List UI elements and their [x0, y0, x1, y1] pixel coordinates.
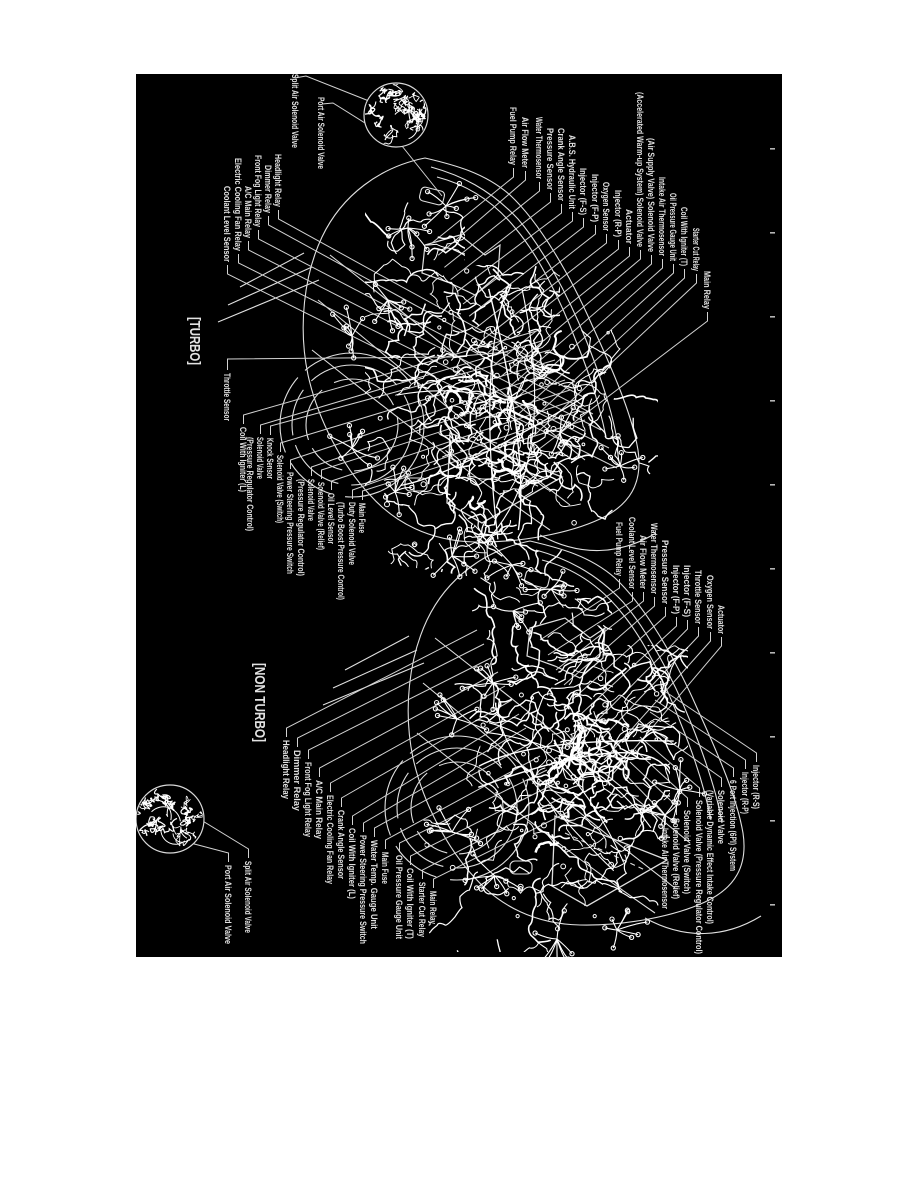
svg-text:Coil With Igniter (T): Coil With Igniter (T) — [405, 868, 415, 939]
svg-text:Solenoid Valve: Solenoid Valve — [716, 790, 726, 844]
svg-text:Main Relay: Main Relay — [702, 271, 712, 309]
svg-text:Duty Solenoid Valve: Duty Solenoid Valve — [347, 502, 357, 565]
svg-text:Actuator: Actuator — [624, 209, 634, 244]
svg-text:(Variable Dynamic Effect Intak: (Variable Dynamic Effect Intake Control) — [705, 790, 715, 924]
svg-text:Solenoid Valve: Solenoid Valve — [306, 479, 316, 521]
svg-text:Coil With Igniter (T): Coil With Igniter (T) — [679, 207, 689, 266]
svg-text:[TURBO]: [TURBO] — [186, 317, 203, 365]
svg-text:Injector (R-S): Injector (R-S) — [751, 765, 761, 809]
svg-text:Oxygen Sensor: Oxygen Sensor — [705, 575, 715, 629]
svg-text:Oil Pressure Gauge Unit: Oil Pressure Gauge Unit — [668, 193, 678, 261]
svg-text:Injector (R-P): Injector (R-P) — [740, 772, 750, 814]
svg-text:Starter Cut Relay: Starter Cut Relay — [417, 882, 427, 937]
svg-text:Water Thermosensor: Water Thermosensor — [534, 117, 544, 179]
svg-text:A.B.S. Hydraulic Unit: A.B.S. Hydraulic Unit — [567, 135, 577, 209]
svg-text:Split Air Solenoid Valve: Split Air Solenoid Valve — [243, 861, 253, 933]
svg-text:Coolant Level Sensor: Coolant Level Sensor — [627, 517, 637, 589]
svg-text:Split Air Solenoid Valve: Split Air Solenoid Valve — [290, 74, 300, 148]
svg-text:Solenoid Valve (Pressure Regul: Solenoid Valve (Pressure Regulator Contr… — [694, 800, 704, 954]
svg-text:Starter Cut Relay: Starter Cut Relay — [691, 228, 701, 271]
svg-text:Headlight Relay: Headlight Relay — [273, 154, 283, 207]
svg-text:Electric Cooling Fan Relay: Electric Cooling Fan Relay — [233, 158, 243, 251]
svg-text:[NON TURBO]: [NON TURBO] — [251, 663, 268, 742]
svg-text:(Accelerated Warm-up System) S: (Accelerated Warm-up System) Solenoid Va… — [635, 92, 645, 247]
svg-text:Crank Angle Sensor: Crank Angle Sensor — [336, 810, 346, 879]
svg-text:Fuel Pump Relay: Fuel Pump Relay — [508, 107, 518, 165]
svg-text:Port Air Solenoid Valve: Port Air Solenoid Valve — [223, 865, 233, 944]
svg-text:Crank Angle Sensor: Crank Angle Sensor — [556, 128, 566, 201]
svg-text:(Air Supply Valve) Solenoid Va: (Air Supply Valve) Solenoid Valve — [646, 138, 656, 252]
svg-text:Solenoid Valve (Relief): Solenoid Valve (Relief) — [671, 818, 681, 899]
svg-text:6 Port Injection (6PI) System: 6 Port Injection (6PI) System — [728, 780, 738, 871]
svg-text:Oil Pressure Gauge Unit: Oil Pressure Gauge Unit — [394, 855, 404, 939]
svg-text:Fuel Pump Relay: Fuel Pump Relay — [614, 522, 624, 576]
svg-text:Main Relay: Main Relay — [428, 891, 438, 924]
svg-text:Front Fog Light Relay: Front Fog Light Relay — [253, 155, 263, 227]
svg-text:(Turbo Boost Pressure Control): (Turbo Boost Pressure Control) — [336, 502, 346, 600]
svg-text:Throttle Sensor: Throttle Sensor — [222, 373, 232, 421]
svg-text:Intake Air Thermosensor: Intake Air Thermosensor — [657, 177, 667, 256]
svg-text:Oxygen Sensor: Oxygen Sensor — [601, 182, 611, 231]
svg-text:Injector (F-S): Injector (F-S) — [578, 168, 588, 215]
svg-text:Injector (F-P): Injector (F-P) — [671, 565, 681, 614]
svg-text:Solenoid Valve (Relief): Solenoid Valve (Relief) — [316, 482, 326, 550]
svg-text:Knock Sensor: Knock Sensor — [265, 438, 275, 479]
svg-text:Pressure Sensor: Pressure Sensor — [660, 540, 670, 604]
svg-text:Water Temp. Gauge Unit: Water Temp. Gauge Unit — [369, 840, 379, 929]
svg-text:Electric Cooling Fan Relay: Electric Cooling Fan Relay — [325, 795, 335, 884]
svg-text:Injector (F-S): Injector (F-S) — [682, 565, 692, 617]
svg-text:Coolant Level Sensor: Coolant Level Sensor — [222, 186, 232, 262]
svg-text:Dimmer Relay: Dimmer Relay — [292, 750, 302, 811]
svg-text:Air Flow Meter: Air Flow Meter — [520, 117, 530, 168]
svg-text:Pressure Sensor: Pressure Sensor — [545, 128, 555, 190]
svg-text:Power Steering Pressure Switch: Power Steering Pressure Switch — [285, 472, 295, 574]
svg-text:Actuator: Actuator — [716, 605, 726, 634]
svg-text:Main Fuse: Main Fuse — [357, 503, 367, 533]
svg-text:Solenoid Valve (Switch): Solenoid Valve (Switch) — [275, 455, 285, 523]
svg-text:A/C Main Relay: A/C Main Relay — [243, 186, 253, 238]
svg-text:Dimmer Relay: Dimmer Relay — [263, 165, 273, 213]
svg-text:Port Air Solenoid Valve: Port Air Solenoid Valve — [316, 97, 326, 169]
svg-text:Injector (R-P): Injector (R-P) — [613, 190, 623, 237]
svg-text:Main Fuse: Main Fuse — [380, 852, 390, 884]
svg-text:Air Flow Meter: Air Flow Meter — [638, 535, 648, 589]
svg-text:Front Fog Light Relay: Front Fog Light Relay — [303, 762, 313, 837]
svg-text:Water Thermosensor: Water Thermosensor — [649, 523, 659, 594]
svg-text:Intake Air Thermosensor: Intake Air Thermosensor — [660, 828, 670, 909]
svg-text:A/C Main Relay: A/C Main Relay — [314, 780, 324, 839]
svg-text:(Pressure Regulator Control): (Pressure Regulator Control) — [245, 437, 255, 531]
svg-text:Power Steering Pressure Switch: Power Steering Pressure Switch — [358, 835, 368, 944]
svg-text:Coil With Igniter (L): Coil With Igniter (L) — [347, 828, 357, 899]
svg-text:Solenoid Valve: Solenoid Valve — [255, 437, 265, 479]
svg-text:Coil With Igniter (L): Coil With Igniter (L) — [238, 427, 248, 492]
svg-text:Injector (F-P): Injector (F-P) — [590, 174, 600, 222]
svg-text:(Pressure Regulator Control): (Pressure Regulator Control) — [296, 479, 306, 576]
svg-text:Oil Level Sensor: Oil Level Sensor — [326, 493, 336, 544]
svg-text:Headlight Relay: Headlight Relay — [281, 740, 291, 799]
svg-text:Solenoid Valve (Switch): Solenoid Valve (Switch) — [682, 810, 692, 894]
svg-text:Throttle Sensor: Throttle Sensor — [693, 570, 703, 624]
